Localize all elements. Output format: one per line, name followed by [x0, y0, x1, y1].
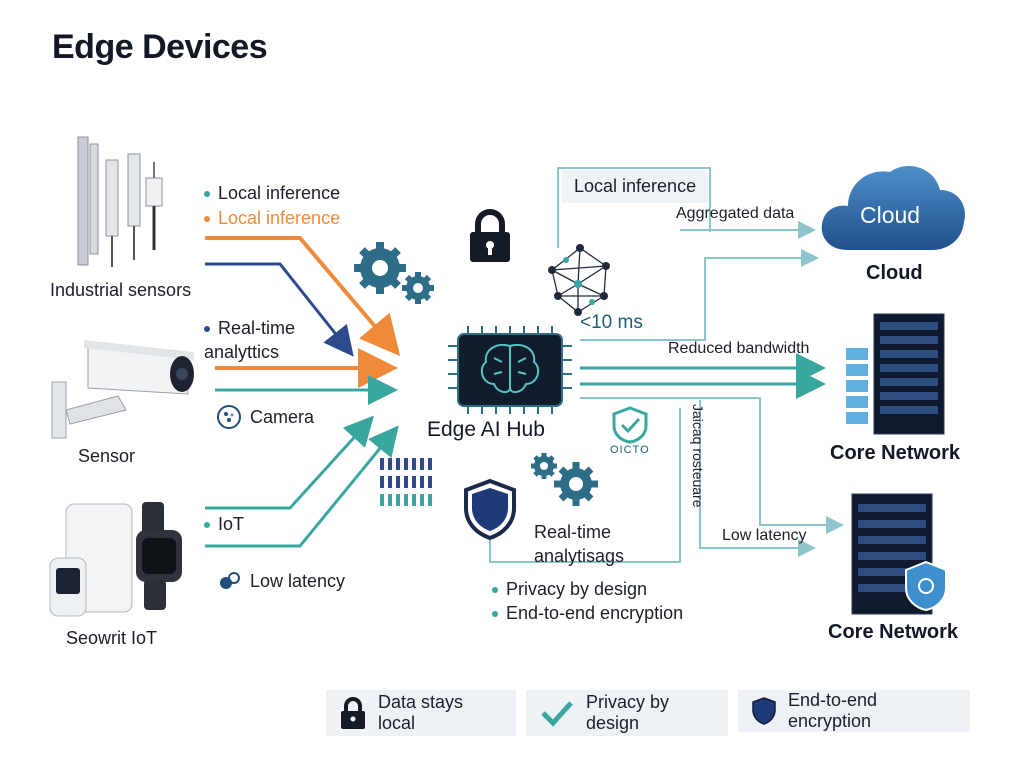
arrow-iot-teal-2 — [205, 425, 399, 548]
ai-chip-icon — [448, 326, 572, 414]
device-label-iot: Seowrit IoT — [66, 628, 158, 648]
latency-value: <10 ms — [580, 312, 643, 333]
arrow-to-cloud — [580, 249, 819, 341]
bullet-dot — [204, 190, 210, 197]
hub-label: Edge AI Hub — [427, 418, 545, 441]
badge-privacy-by-design: Privacy by design — [526, 690, 728, 736]
arrow-industrial-orange — [205, 236, 401, 357]
rotated-caption: Jaicaq rosteuare — [690, 404, 706, 508]
label-end-to-end-encryption: End-to-end encryption — [492, 603, 683, 624]
bullet-dot — [204, 215, 210, 222]
arrow-core-3 — [580, 397, 844, 534]
gears-icon — [354, 242, 434, 304]
badge-data-stays-local: Data stays local — [326, 690, 516, 736]
lock-icon — [470, 209, 510, 262]
components-icon — [380, 458, 432, 506]
industrial-sensors-icon — [77, 136, 163, 267]
bullet-dot — [492, 586, 498, 593]
server-rack-shield-icon — [851, 493, 947, 615]
label-privacy-by-design: Privacy by design — [492, 579, 647, 600]
bullet-dot — [204, 326, 210, 333]
arrow-core-4 — [699, 400, 816, 557]
core-network-label-1: Core Network — [830, 442, 961, 464]
label-iot: IoT — [204, 514, 244, 535]
cloud-label: Cloud — [866, 262, 923, 284]
label-low-latency-left: Low latency — [218, 570, 345, 592]
page-title: Edge Devices — [52, 28, 268, 66]
camera-icon — [217, 405, 241, 429]
bullet-dot — [492, 610, 498, 617]
device-label-sensor: Sensor — [78, 446, 136, 466]
gears-small-icon — [531, 453, 598, 506]
shield-icon — [464, 478, 516, 541]
arrow-iot-teal-1 — [205, 415, 375, 510]
label-aggregated-data: Aggregated data — [676, 205, 795, 222]
lock-badge-icon — [341, 697, 365, 729]
label-realtime-analytics: Real-time analyttics — [204, 318, 296, 362]
security-camera-icon — [51, 340, 194, 439]
bullet-dot — [204, 521, 210, 528]
arrow-local-inference — [557, 167, 711, 248]
neural-network-icon — [548, 244, 610, 316]
iot-devices-icon — [49, 502, 182, 617]
device-label-industrial: Industrial sensors — [50, 280, 192, 300]
cloud-icon — [821, 166, 965, 250]
server-rack-icon — [846, 313, 945, 435]
badge-end-to-end-encryption: End-to-end encryption — [738, 690, 970, 732]
label-realtime-analytisags: Real-time analytisags — [534, 522, 625, 566]
shield-badge-icon — [752, 697, 776, 725]
label-local-inference-2: Local inference — [204, 208, 340, 229]
check-caption: OICTO — [610, 444, 650, 456]
tag-local-inference: Local inference — [562, 170, 709, 203]
label-camera: Camera — [216, 404, 314, 430]
check-badge-icon — [541, 701, 573, 727]
label-reduced-bandwidth: Reduced bandwidth — [668, 340, 810, 357]
check-shield-icon — [612, 406, 648, 444]
arrow-industrial-navy — [205, 262, 354, 357]
cloud-inner-label: Cloud — [860, 202, 921, 228]
core-network-label-2: Core Network — [828, 621, 959, 643]
link-icon — [220, 572, 240, 589]
label-low-latency-right: Low latency — [722, 527, 807, 544]
label-local-inference-1: Local inference — [204, 183, 340, 204]
